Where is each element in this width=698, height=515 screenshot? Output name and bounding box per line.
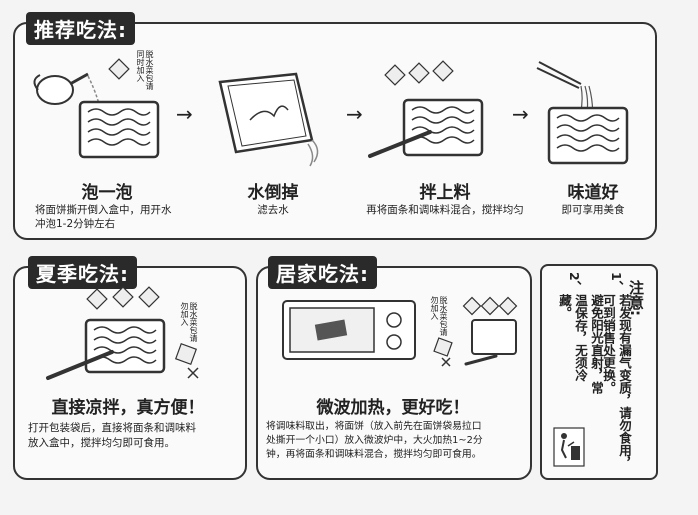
arrow-icon: → [176, 102, 193, 126]
recommended-tag: 推荐吃法: [26, 12, 135, 45]
arrow-icon: → [512, 102, 529, 126]
step-1-desc-2: 冲泡1-2分钟左右 [35, 218, 116, 230]
home-desc-1: 将调味料取出，将面饼（放入前先在面饼袋易拉口 [266, 421, 482, 432]
home-tag: 居家吃法: [268, 256, 377, 289]
arrow-icon: → [346, 102, 363, 126]
home-desc-2: 处撕开一个小口）放入微波炉中，大火加热1~2分 [266, 435, 483, 446]
cold-mix-illustration [46, 286, 199, 380]
seasoning-packet-icon [108, 58, 130, 80]
home-packet-illustration [433, 296, 518, 367]
note-1-number: 1、 [609, 272, 624, 294]
packet-note: 脱水菜包请同时加入 [136, 50, 154, 90]
step-3-desc: 再将面条和调味料混合，搅拌均匀 [366, 204, 524, 216]
summer-tag: 夏季吃法: [28, 256, 137, 289]
trash-bin-icon [553, 427, 585, 467]
summer-packet-note: 脱水菜包请勿加入 [180, 302, 198, 342]
step-2-desc: 滤去水 [257, 204, 289, 216]
step-4-title: 味道好 [567, 183, 619, 203]
summer-desc-2: 放入盒中，搅拌均匀即可食用。 [28, 437, 175, 449]
step-1-title: 泡一泡 [81, 183, 133, 203]
summer-desc-1: 打开包装袋后，直接将面条和调味料 [28, 422, 196, 434]
note-2-number: 2、 [567, 272, 582, 294]
home-desc-3: 钟，再将面条和调味料混合，搅拌均匀即可食用。 [266, 449, 482, 460]
step-2-title: 水倒掉 [247, 183, 299, 203]
summer-title: 直接凉拌，真方便！ [51, 398, 205, 418]
drain-water-illustration [218, 72, 319, 167]
step-1-desc-1: 将面饼撕开倒入盒中，用开水 [35, 204, 172, 216]
summer-panel [13, 266, 247, 480]
note-1-text: 若发现有漏气变质，请勿食用，可到销售处更换。 [601, 294, 632, 469]
home-title: 微波加热，更好吃！ [316, 398, 470, 418]
microwave-illustration [282, 300, 416, 360]
step-3-title: 拌上料 [419, 183, 471, 203]
eat-noodles-illustration [536, 61, 629, 165]
kettle-pour-illustration [33, 72, 160, 159]
home-packet-note: 脱水菜包请勿加入 [430, 296, 448, 336]
step-4-desc: 即可享用美食 [561, 204, 625, 216]
note-2-text: 避免阳光直射，常温保存，无须冷藏。 [557, 294, 604, 394]
stir-illustration [368, 60, 484, 158]
notes-heading: 注意: [627, 280, 645, 316]
